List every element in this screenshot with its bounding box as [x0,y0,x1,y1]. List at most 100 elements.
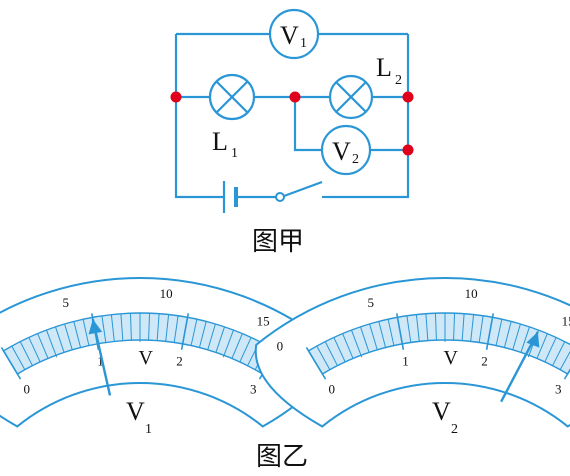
meter-tick [0,347,22,380]
meter-tick [28,337,41,363]
meter-tick [198,321,207,348]
meter-tick [406,315,412,343]
meter-tick [37,333,49,359]
meter-tick [461,313,465,341]
meter-tick [82,319,90,346]
meter-tick [180,313,190,350]
outer-scale-label: 5 [62,295,69,310]
inner-scale-label: 2 [481,354,488,369]
meter-tick [351,329,363,358]
meter-v1-name-sub: 1 [145,422,152,437]
meter-v2-name: V [432,397,451,426]
meter-face [0,277,331,428]
outer-scale-label: 15 [562,313,570,328]
meter-tick [453,313,456,341]
outer-scale-label: 10 [160,286,173,301]
meter-tick [222,329,234,358]
battery-icon [212,181,238,213]
meter-tick [395,313,405,350]
meter-tick [536,333,548,359]
switch-icon [275,180,330,202]
v1-symbol-letter: V [280,21,299,50]
meter-tick [512,323,521,350]
lamp-l1-icon [208,73,256,121]
circuit-caption: 图甲 [252,227,304,257]
inner-scale-label: 0 [23,381,30,396]
inner-scale-label: 0 [328,381,335,396]
meter-unit-letter: V [444,347,459,369]
meter-tick [387,319,395,346]
meter-tick [495,319,503,346]
meter-tick [478,315,484,343]
meter-tick [101,315,107,343]
meter-unit-letter: V [139,347,154,369]
meter-tick [190,319,198,346]
outer-scale-label: 10 [465,286,478,301]
v2-symbol-sub: 2 [352,152,359,167]
inner-scale-label: 1 [97,354,104,369]
meter-tick [129,313,132,341]
meter-tick [110,314,115,342]
meter-tick [544,337,557,363]
meter-scale-band [307,312,570,375]
meter-tick [11,345,26,370]
voltmeter-v2-symbol: V 2 [320,124,372,176]
junction-node [402,91,414,103]
outer-scale-label: 0 [277,339,284,354]
meter-tick [46,329,58,358]
meter-tick [552,341,566,366]
inner-scale-label: 1 [402,354,409,369]
meter-tick [333,337,346,363]
meter-tick [360,326,370,353]
meter-pointer-head [88,319,103,335]
meter-tick [165,314,170,342]
inner-scale-label: 3 [250,381,257,396]
meter-tick [503,321,512,348]
meter-tick [369,323,378,350]
meter-tick [520,326,530,353]
junction-node [402,144,414,156]
meter-tick [470,314,475,342]
voltmeter-v1-dial: 0 5 10 15 0 1 2 3 V [0,277,331,428]
inner-scale-label: 3 [555,381,562,396]
meter-tick [64,323,73,350]
wire-left [174,34,212,199]
meter-tick [231,333,243,359]
wire-v2-branch [293,97,408,152]
circuit-diagram: V 1 V 2 L 1 L 2 图甲 [170,8,414,257]
meter-face [254,277,570,428]
l2-label-sub: 2 [395,73,402,88]
meter-tick [19,341,33,366]
meter-tick [215,326,225,353]
outer-scale-label: 5 [367,295,374,310]
meter-tick [434,313,437,341]
v2-symbol-letter: V [332,137,351,166]
junction-node [289,91,301,103]
meter-tick [55,326,65,353]
meter-tick [485,313,495,350]
outer-scale-label: 15 [257,313,270,328]
v1-symbol-sub: 1 [300,36,307,51]
l1-label: L [212,127,228,156]
voltmeter-v2-dial: 0510150123V [254,277,570,428]
meter-tick [239,337,252,363]
meter-tick [316,345,331,370]
lamp-l2-icon [328,74,374,120]
meter-tick [378,321,387,348]
inner-scale-label: 2 [176,354,183,369]
meter-tick [173,315,179,343]
meter-tick [563,368,570,380]
meter-tick [324,341,338,366]
meter-tick [148,313,151,341]
meter-tick [342,333,354,359]
voltmeter-v1-symbol: V 1 [268,8,320,60]
meter-tick [415,314,420,342]
meter-tick [305,347,327,380]
meter-tick [120,313,124,341]
l1-label-sub: 1 [231,146,238,161]
meters-caption: 图乙 [256,442,308,472]
meter-tick [559,350,570,370]
l2-label: L [376,53,392,82]
meter-tick [156,313,160,341]
